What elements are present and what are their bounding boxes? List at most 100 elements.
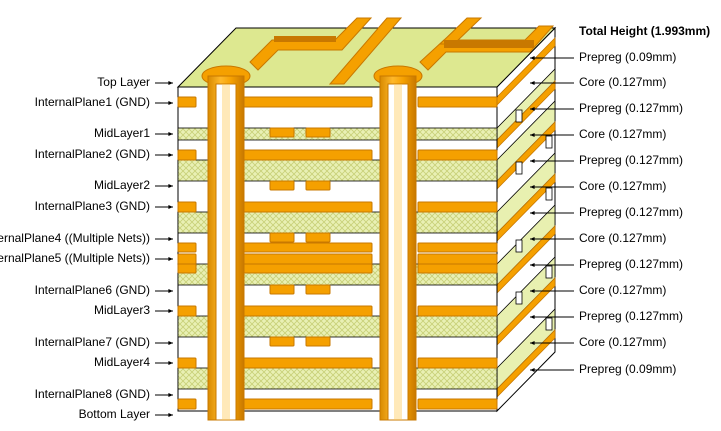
copper-pad xyxy=(417,96,498,108)
left-layer-label: InternalPlane8 (GND) xyxy=(34,387,150,401)
leader-arrowhead xyxy=(530,237,535,241)
left-layer-label: InternalPlane3 (GND) xyxy=(34,199,150,213)
left-layer-label: Top Layer xyxy=(97,75,150,89)
right-dielectric-label: Prepreg (0.127mm) xyxy=(579,153,684,167)
copper-pad xyxy=(177,305,197,317)
leader-arrowhead xyxy=(530,368,535,372)
leader-arrowhead xyxy=(168,413,173,417)
left-layer-label: nternalPlane4 ((Multiple Nets)) xyxy=(0,231,150,245)
copper-pad xyxy=(177,398,197,410)
copper-pad xyxy=(241,242,373,253)
leader-arrowhead xyxy=(168,153,173,157)
leader-arrowhead xyxy=(530,341,535,345)
left-layer-label: MidLayer1 xyxy=(93,126,150,140)
copper-pad xyxy=(417,201,498,213)
copper-pad xyxy=(417,242,498,253)
copper-pad xyxy=(177,149,197,161)
copper-pad xyxy=(177,96,197,108)
copper-pad xyxy=(269,284,295,295)
copper-pad xyxy=(269,232,295,243)
right-dielectric-label: Core (0.127mm) xyxy=(579,335,667,349)
leader-arrowhead xyxy=(530,315,535,319)
copper-pad xyxy=(241,305,373,317)
leader-arrowhead xyxy=(530,56,535,60)
copper-pad xyxy=(305,127,331,138)
copper-pad xyxy=(417,263,498,274)
left-layer-label: InternalPlane1 (GND) xyxy=(34,95,150,109)
left-layer-label: MidLayer4 xyxy=(93,355,150,369)
leader-arrowhead xyxy=(530,159,535,163)
left-layer-label: InternalPlane2 (GND) xyxy=(34,147,150,161)
copper-pad xyxy=(417,253,498,265)
leader-arrowhead xyxy=(530,107,535,111)
right-dielectric-label: Prepreg (0.09mm) xyxy=(579,50,677,64)
via-bore xyxy=(215,83,237,421)
right-dielectric-label: Prepreg (0.127mm) xyxy=(579,101,684,115)
side-notch xyxy=(545,317,553,331)
right-dielectric-label: Core (0.127mm) xyxy=(579,283,667,297)
leader-arrowhead xyxy=(168,393,173,397)
pcb-body xyxy=(176,17,557,421)
leader-arrowhead xyxy=(168,184,173,188)
left-layer-label: nternalPlane5 ((Multiple Nets)) xyxy=(0,251,150,265)
copper-pad xyxy=(417,357,498,369)
left-layer-label: InternalPlane7 (GND) xyxy=(34,335,150,349)
left-layer-label: MidLayer3 xyxy=(93,303,150,317)
leader-arrowhead xyxy=(168,289,173,293)
copper-pad xyxy=(177,357,197,369)
trace-shadow xyxy=(444,40,534,48)
side-notch xyxy=(545,135,553,149)
leader-arrowhead xyxy=(168,361,173,365)
copper-pad xyxy=(417,305,498,317)
copper-pad xyxy=(177,242,197,253)
copper-pad xyxy=(417,149,498,161)
via-highlight xyxy=(222,84,230,420)
right-dielectric-label: Core (0.127mm) xyxy=(579,231,667,245)
copper-pad xyxy=(241,201,373,213)
side-notch xyxy=(515,291,523,305)
copper-pad xyxy=(241,96,373,108)
leader-arrowhead xyxy=(168,101,173,105)
side-notch xyxy=(515,239,523,253)
right-dielectric-label: Prepreg (0.09mm) xyxy=(579,362,677,376)
leader-arrowhead xyxy=(530,185,535,189)
copper-pad xyxy=(417,398,498,410)
right-dielectric-label: Core (0.127mm) xyxy=(579,127,667,141)
copper-pad xyxy=(241,263,373,274)
right-dielectric-label: Prepreg (0.127mm) xyxy=(579,257,684,271)
prepreg-band xyxy=(177,127,498,141)
copper-pad xyxy=(177,201,197,213)
copper-pad xyxy=(241,253,373,265)
left-layer-label: InternalPlane6 (GND) xyxy=(34,283,150,297)
top-trace xyxy=(328,17,403,85)
via-bore xyxy=(387,83,409,421)
copper-pad xyxy=(305,232,331,243)
copper-pad xyxy=(241,398,373,410)
via-highlight xyxy=(394,84,402,420)
leader-arrowhead xyxy=(168,81,173,85)
trace-shadow xyxy=(274,36,336,42)
copper-pad xyxy=(241,149,373,161)
copper-pad xyxy=(305,284,331,295)
copper-pad xyxy=(305,336,331,347)
copper-pad xyxy=(269,336,295,347)
side-notch xyxy=(545,187,553,201)
copper-pad xyxy=(241,357,373,369)
right-dielectric-label: Prepreg (0.127mm) xyxy=(579,205,684,219)
side-notch xyxy=(515,109,523,123)
leader-arrowhead xyxy=(530,133,535,137)
right-dielectric-label: Core (0.127mm) xyxy=(579,75,667,89)
copper-pad xyxy=(177,263,197,274)
left-layer-label: MidLayer2 xyxy=(93,178,150,192)
leader-arrowhead xyxy=(168,257,173,261)
left-layer-label: Bottom Layer xyxy=(78,407,150,421)
right-dielectric-label: Prepreg (0.127mm) xyxy=(579,309,684,323)
side-notch xyxy=(545,265,553,279)
right-dielectric-label: Core (0.127mm) xyxy=(579,179,667,193)
copper-pad xyxy=(305,180,331,191)
leader-arrowhead xyxy=(530,211,535,215)
leader-arrowhead xyxy=(530,81,535,85)
copper-pad xyxy=(269,180,295,191)
leader-arrowhead xyxy=(530,263,535,267)
